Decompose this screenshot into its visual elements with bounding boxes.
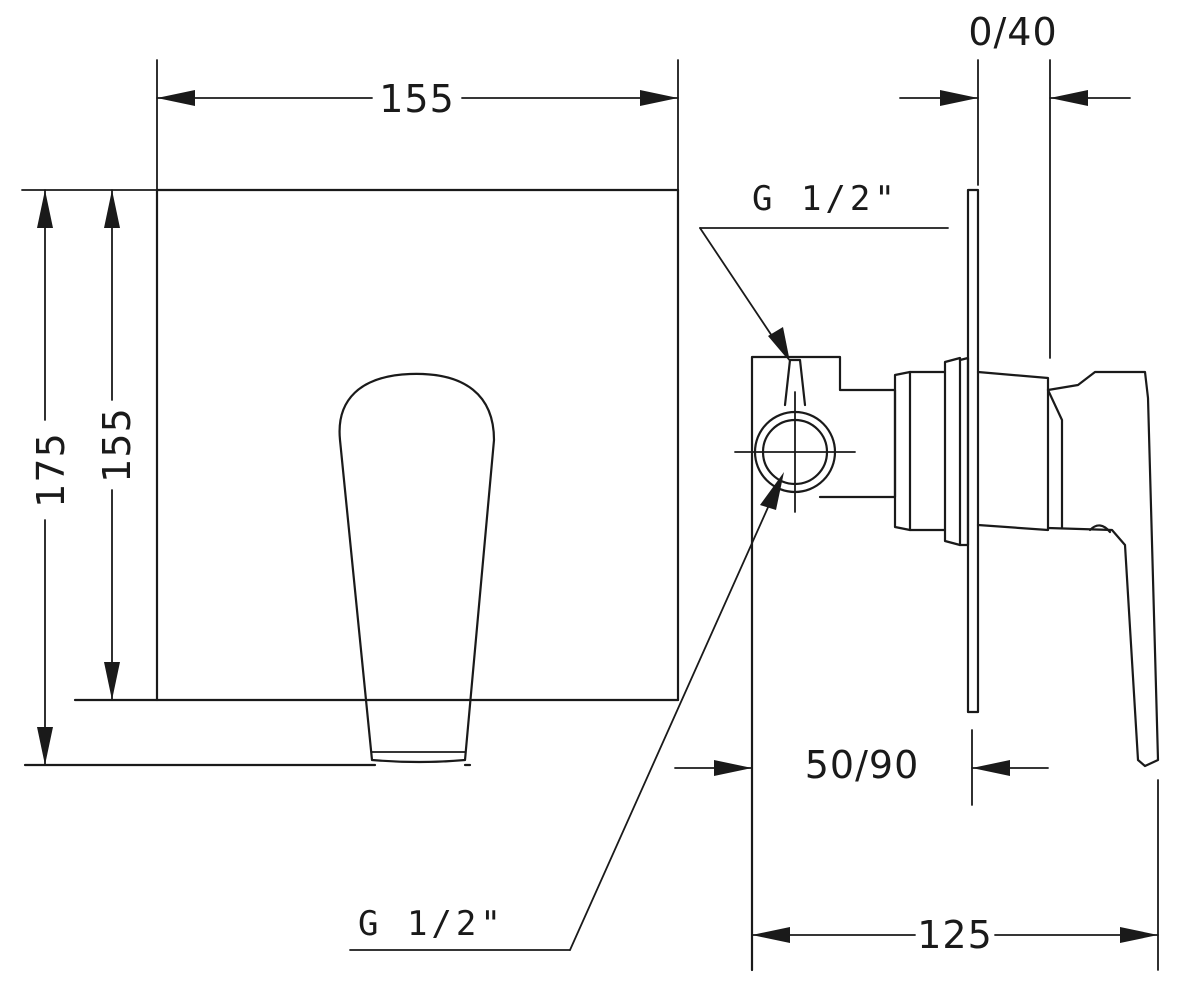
- connection-bottom-callout: G 1/2": [349, 472, 784, 951]
- dim-total-depth-label: 125: [917, 913, 993, 957]
- inlet-port-top: [783, 358, 807, 407]
- dim-wall-adjust-label: 0/40: [968, 10, 1057, 54]
- dimension-body-depth: 50/90: [674, 729, 1049, 806]
- bonnet: [893, 370, 912, 532]
- valve-body: [750, 355, 897, 972]
- dimension-front-width: 155: [156, 59, 679, 191]
- dim-body-depth-label: 50/90: [805, 743, 920, 787]
- dim-front-height-plate-label: 155: [95, 407, 139, 483]
- lever-handle-side: [1046, 370, 1160, 768]
- dimension-front-height-plate: 155: [95, 189, 139, 701]
- dim-front-height-total-label: 175: [29, 432, 73, 508]
- connection-top-label: G 1/2": [752, 179, 899, 219]
- dimension-wall-adjust: 0/40: [899, 10, 1131, 359]
- connection-bottom-label: G 1/2": [358, 904, 505, 944]
- wall-plate-side: [966, 188, 980, 714]
- lever-handle-front: [338, 372, 496, 764]
- side-view: [734, 188, 1160, 972]
- cover-plate: [73, 188, 680, 702]
- front-view: [23, 188, 680, 767]
- dimension-front-height-total: 175: [21, 189, 158, 766]
- connection-top-callout: G 1/2": [699, 179, 949, 362]
- escutcheon: [976, 370, 1050, 532]
- dim-front-width-label: 155: [379, 77, 455, 121]
- dimension-total-depth: 125: [751, 779, 1159, 971]
